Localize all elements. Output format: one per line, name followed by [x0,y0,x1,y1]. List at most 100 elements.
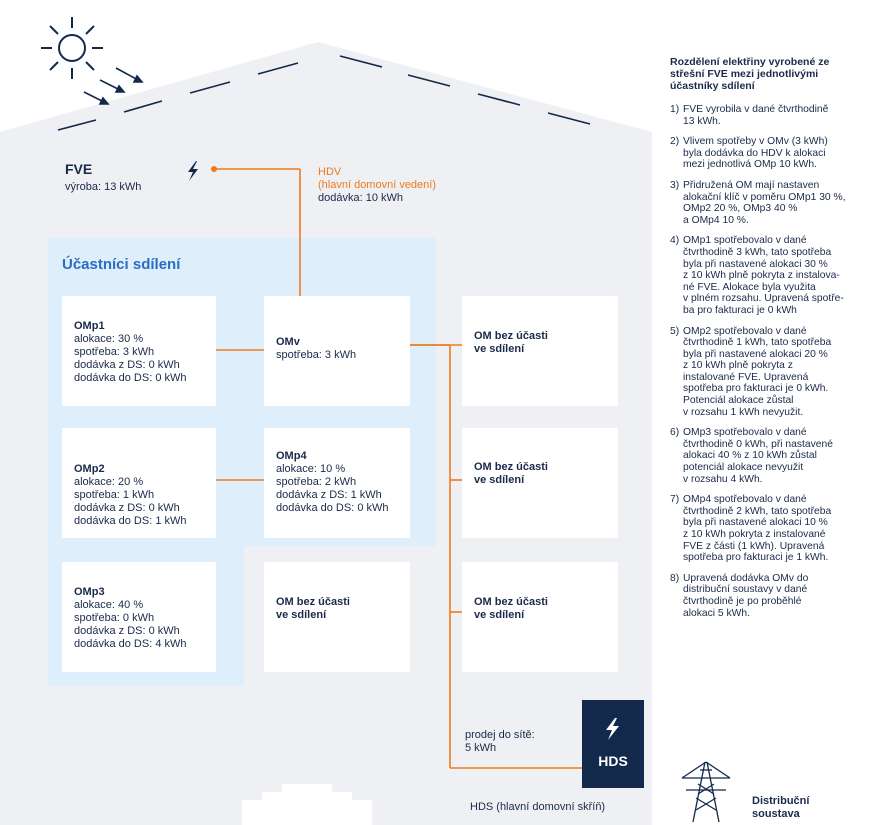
hdv-line1: HDV [318,166,342,178]
step-text-line: OMp2 20 %, OMp3 40 % [683,203,798,215]
step-text-line: byla při nastavené alokaci 30 % [683,258,828,270]
step-text-line: Přidružená OM mají nastaven [683,179,820,191]
step-number: 4) [670,235,680,247]
step-text-line: byla při nastavené alokaci 10 % [683,517,828,529]
hdv-connector-dot [211,166,217,172]
explanation-title: Rozdělení elektřiny vyrobené ze střešní … [670,56,885,92]
omv-box: OMv spotřeba: 3 kWh [264,296,410,406]
omp2-consumption: spotřeba: 1 kWh [74,489,155,501]
step-text-line: v rozsahu 1 kWh nevyužit. [683,406,804,418]
step-text-line: alokační klíč v poměru OMp1 30 %, [683,191,846,203]
omp3-supply-to-ds: dodávka do DS: 4 kWh [74,638,187,650]
om-none-line1: OM bez účasti [474,596,548,608]
step-text-line: a OMp4 10 %. [683,214,749,226]
om-none-box-2: OM bez účasti ve sdílení [462,428,618,538]
step-text-line: OMp3 spotřebovalo v dané [683,427,807,439]
step-text-line: alokaci 40 % z 10 kWh zůstal [683,450,817,462]
step-text: Vlivem spotřeby v OMv (3 kWh)byla dodávk… [683,136,885,171]
step-text-line: OMp4 spotřebovalo v dané [683,494,807,506]
roof-panels [57,55,591,131]
om-none-box-1: OM bez účasti ve sdílení [462,296,618,406]
omp3-name: OMp3 [74,586,105,598]
omp1-allocation: alokace: 30 % [74,333,144,345]
step-text-line: z 10 kWh plně pokryta z instalova- [683,270,840,282]
om-none-line2: ve sdílení [474,474,525,486]
step-text-line: spotřeba pro fakturaci je 1 kWh. [683,552,829,564]
sale-line2: 5 kWh [465,742,497,754]
omv-consumption: spotřeba: 3 kWh [276,349,357,361]
hds-label: HDS [598,753,628,769]
step-text-line: OMp1 spotřebovalo v dané [683,235,807,247]
step-number: 1) [670,104,680,115]
entrance-steps [242,784,372,825]
step-number: 3) [670,179,680,191]
sun-rays-icon [83,67,144,105]
step-text-line: mezi jednotlivá OMp 10 kWh. [683,159,817,171]
step-text-line: alokaci 5 kWh. [683,607,750,619]
step-number: 5) [670,325,680,337]
omp4-name: OMp4 [276,450,307,462]
step-text-line: Upravená dodávka OMv do [683,572,809,584]
step-text-line: distribuční soustavy v dané [683,584,808,596]
explanation-step: 2)Vlivem spotřeby v OMv (3 kWh)byla dodá… [670,136,885,171]
hdv-connector [214,168,582,769]
step-text-line: FVE vyrobila v dané čtvrthodině [683,104,829,115]
omp3-supply-from-ds: dodávka z DS: 0 kWh [74,625,180,637]
fve-title: FVE [65,161,93,177]
omp2-allocation: alokace: 20 % [74,476,144,488]
sun-icon [41,17,103,79]
step-text-line: potenciál alokace nevyužit [683,462,804,474]
om-none-line1: OM bez účasti [474,461,548,473]
distribution-label: Distribuční soustava [752,795,809,821]
omp2-supply-to-ds: dodávka do DS: 1 kWh [74,515,187,527]
omp4-box: OMp4 alokace: 10 % spotřeba: 2 kWh dodáv… [264,428,410,538]
step-number: 8) [670,572,680,584]
step-text-line: Potenciál alokace zůstal [683,395,794,407]
om-none-box-4: OM bez účasti ve sdílení [462,562,618,672]
omp4-supply-from-ds: dodávka z DS: 1 kWh [276,489,382,501]
hds-caption: HDS (hlavní domovní skříň) [470,801,606,813]
step-text-line: v plném rozsahu. Upravená spotře- [683,293,844,305]
step-text-line: byla při nastavené alokaci 20 % [683,348,828,360]
step-text-line: v rozsahu 4 kWh. [683,473,763,485]
step-text-line: čtvrthodině je po proběhlé [683,595,802,607]
step-text-line: čtvrthodině 1 kWh, tato spotřeba [683,337,832,349]
step-text-line: FVE z části (1 kWh). Upravená [683,540,825,552]
step-text-line: čtvrthodině 0 kWh, při nastavené [683,438,833,450]
bolt-icon [188,161,198,181]
omp2-box: OMp2 alokace: 20 % spotřeba: 1 kWh dodáv… [62,428,216,538]
om-none-line2: ve sdílení [474,609,525,621]
step-text-line: čtvrthodině 2 kWh, tato spotřeba [683,505,832,517]
hds-box: HDS [582,700,644,788]
sale-line1: prodej do sítě: [465,729,535,741]
omp3-consumption: spotřeba: 0 kWh [74,612,155,624]
omp1-name: OMp1 [74,320,105,332]
omp1-consumption: spotřeba: 3 kWh [74,346,155,358]
omp1-supply-from-ds: dodávka z DS: 0 kWh [74,359,180,371]
step-number: 7) [670,494,680,506]
omp1-supply-to-ds: dodávka do DS: 0 kWh [74,372,187,384]
om-none-line1: OM bez účasti [474,330,548,342]
step-text-line: z 10 kWh pokryta z instalované [683,529,826,540]
omp4-allocation: alokace: 10 % [276,463,346,475]
omp4-supply-to-ds: dodávka do DS: 0 kWh [276,502,389,514]
step-text-line: OMp2 spotřebovalo v dané [683,325,807,337]
omp2-name: OMp2 [74,463,105,475]
om-none-box-3: OM bez účasti ve sdílení [264,562,410,672]
step-text-line: Vlivem spotřeby v OMv (3 kWh) [683,136,828,148]
bolt-icon [606,718,619,740]
distribution-line1: Distribuční [752,795,810,807]
step-text-line: instalované FVE. Upravená [683,371,809,383]
sale-label: prodej do sítě: 5 kWh [465,729,535,755]
explanation-panel: Rozdělení elektřiny vyrobené ze střešní … [670,56,885,628]
